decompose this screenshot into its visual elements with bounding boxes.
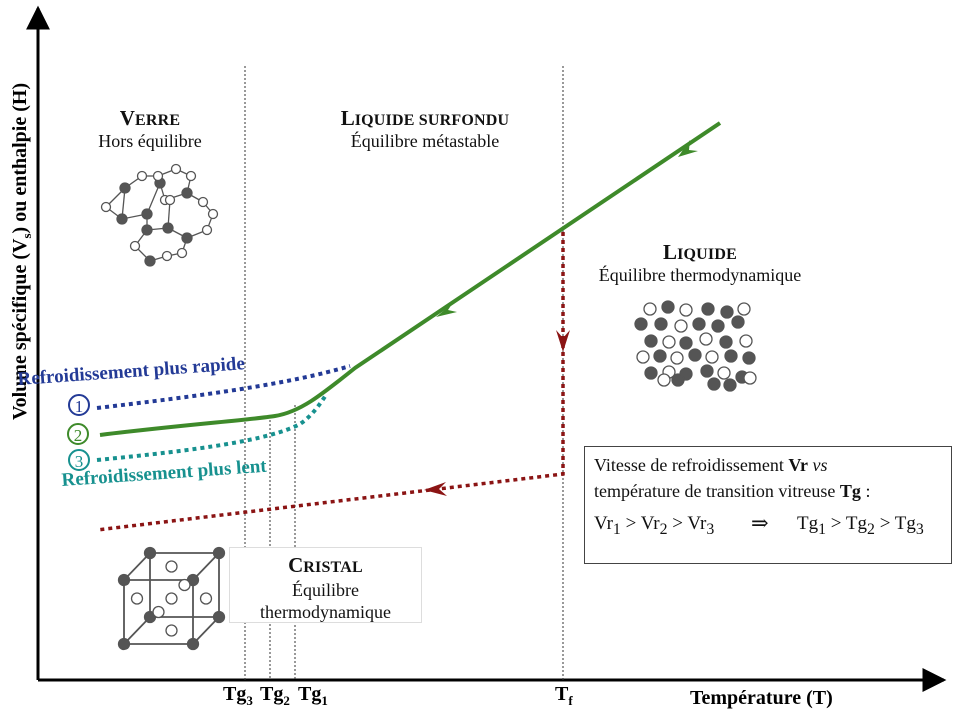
info-arrow: ⇒ (751, 511, 769, 535)
info-relation-right: Tg1 > Tg2 > Tg3 (797, 513, 924, 538)
fast-cooling-label: Refroidissement plus rapide (17, 353, 246, 390)
info-line-1: Vitesse de refroidissement Vr vs (594, 455, 828, 475)
y-axis-label: Volume spécifique (Vs) ou enthalpie (H) (9, 83, 34, 420)
liquid-structure-icon (634, 300, 757, 392)
cooling-rate-info-box: Vitesse de refroidissement Vr vs tempéra… (584, 446, 952, 564)
tick-label-tg1: Tg1 (298, 683, 328, 708)
glass-structure-icon (100, 163, 219, 267)
x-axis-label: Température (T) (690, 687, 833, 709)
svg-text:1: 1 (75, 397, 84, 416)
cristal-title: CRISTAL (288, 553, 363, 577)
green-arrow-upper (678, 140, 698, 157)
slow-cooling-curve (96, 393, 328, 462)
verre-title: VERRE (119, 106, 181, 130)
tick-label-tf: Tf (555, 683, 573, 708)
red-arrow-left (424, 482, 447, 496)
cristal-subtitle-line1: Équilibre (292, 580, 359, 600)
marker-3: 3 (68, 449, 90, 471)
cristal-label: CRISTAL Équilibre thermodynamique (229, 554, 422, 623)
liquide-surfondu-title: LIQUIDE SURFONDU (340, 106, 510, 130)
crystallization-curve (96, 232, 565, 532)
svg-text:2: 2 (74, 426, 83, 445)
glass-transition-curve (99, 121, 722, 437)
info-relation-left: Vr1 > Vr2 > Vr3 (594, 513, 715, 538)
liquide-surfondu-label: LIQUIDE SURFONDU Équilibre métastable (300, 106, 550, 152)
info-line-2: température de transition vitreuse Tg : (594, 481, 871, 501)
tick-label-tg2: Tg2 (260, 683, 290, 708)
cristal-subtitle-line2: thermodynamique (260, 602, 391, 622)
liquide-surfondu-subtitle: Équilibre métastable (350, 131, 500, 151)
marker-1: 1 (68, 394, 90, 416)
liquide-subtitle: Équilibre thermodynamique (598, 265, 802, 285)
tick-label-tg3: Tg3 (223, 683, 253, 708)
marker-2: 2 (67, 423, 89, 445)
slow-cooling-label: Refroidissement plus lent (61, 456, 268, 491)
liquide-label: LIQUIDE Équilibre thermodynamique (570, 240, 830, 286)
liquide-title: LIQUIDE (663, 240, 737, 264)
green-arrow-lower (436, 304, 457, 317)
cristal-panel (229, 547, 422, 623)
verre-subtitle: Hors équilibre (98, 131, 202, 151)
red-arrow-down (556, 330, 570, 352)
verre-label: VERRE Hors équilibre (80, 106, 220, 152)
svg-text:3: 3 (75, 452, 84, 471)
crystal-structure-icon (117, 546, 226, 651)
